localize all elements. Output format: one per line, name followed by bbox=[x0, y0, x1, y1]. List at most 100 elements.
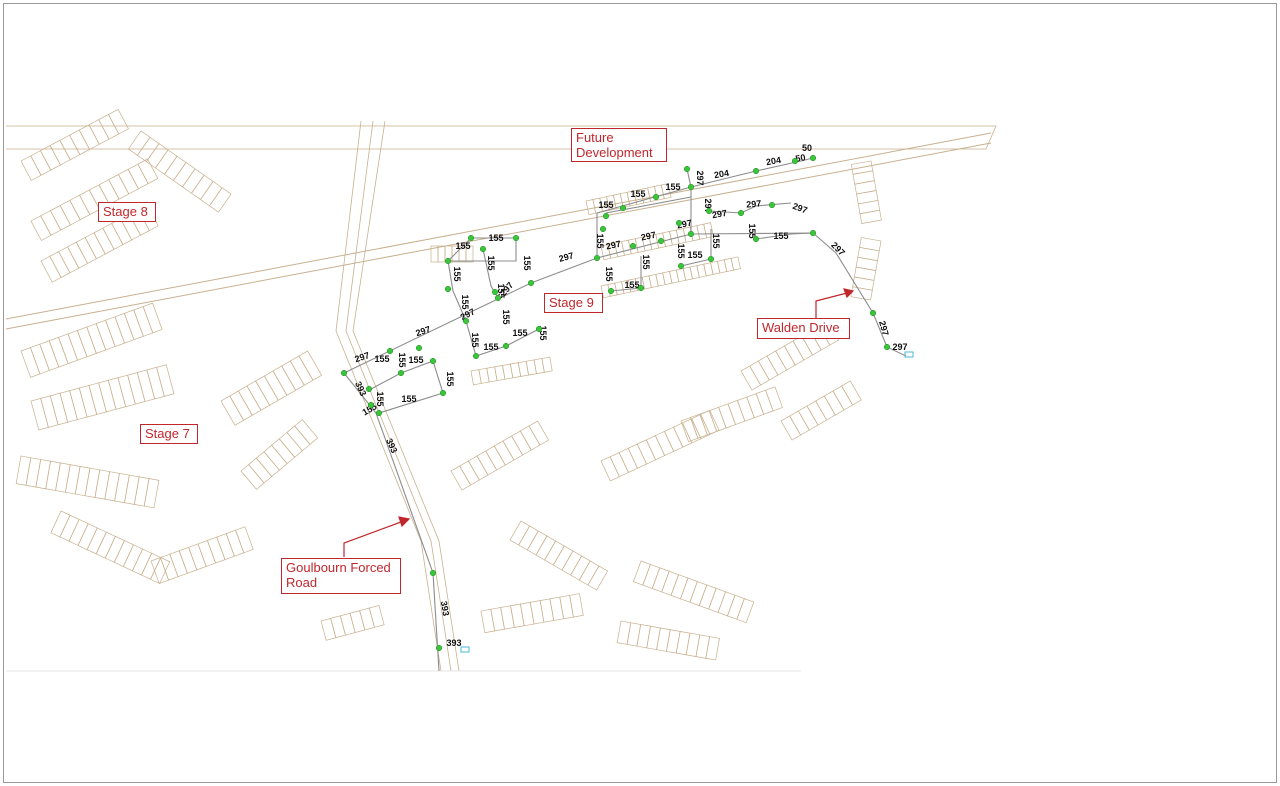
base-map-parcels bbox=[5, 120, 997, 672]
lot-row bbox=[850, 237, 882, 301]
parcel-lots bbox=[15, 108, 882, 661]
pipe-diameter-label-155: 155 bbox=[538, 325, 548, 340]
pipe-diameter-label-155: 155 bbox=[486, 255, 496, 270]
pipe-node bbox=[444, 285, 452, 293]
pipe-node bbox=[491, 288, 499, 296]
lot-row bbox=[509, 520, 609, 591]
pipe-diameter-label-50: 50 bbox=[802, 143, 812, 153]
pipe-diameter-label-155: 155 bbox=[604, 266, 614, 281]
lot-row bbox=[600, 256, 741, 299]
pipe-node bbox=[652, 193, 660, 201]
pipe-node bbox=[752, 235, 760, 243]
pipe-diameter-label-297: 297 bbox=[605, 239, 622, 252]
pipe-node bbox=[435, 644, 443, 652]
lot-row bbox=[150, 526, 254, 585]
pipe-node bbox=[375, 409, 383, 417]
lot-row bbox=[240, 419, 319, 490]
stage-7-callout: Stage 7 bbox=[140, 424, 198, 444]
pipe-diameter-label-155: 155 bbox=[598, 200, 613, 210]
pipe-diameter-label-155: 155 bbox=[595, 233, 605, 248]
lot-row bbox=[780, 380, 862, 441]
pipe-diameter-label-50: 50 bbox=[795, 152, 807, 164]
pipe-node bbox=[599, 225, 607, 233]
pipe-node bbox=[535, 325, 543, 333]
pipe-diameter-label-297: 297 bbox=[877, 320, 891, 337]
walden-arrowhead bbox=[843, 288, 855, 299]
lot-row bbox=[127, 130, 232, 213]
lot-row bbox=[220, 350, 323, 426]
future-development-line-2: Development bbox=[576, 145, 653, 160]
pipe-diameter-label-155: 155 bbox=[676, 243, 686, 258]
pipe-diameter-label-155: 155 bbox=[501, 309, 511, 324]
pipe-segment bbox=[447, 260, 467, 322]
pipe-node bbox=[675, 219, 683, 227]
pipe-node bbox=[629, 242, 637, 250]
pipe-diameter-label-155: 155 bbox=[445, 371, 455, 386]
pipe-diameter-label-393: 393 bbox=[439, 600, 451, 617]
pipe-diameter-label-155: 155 bbox=[408, 355, 423, 365]
pipe-segment bbox=[690, 232, 907, 357]
stage-9-callout: Stage 9 bbox=[544, 293, 603, 313]
pipe-diameter-label-155: 155 bbox=[483, 342, 498, 352]
walden-drive-callout: Walden Drive bbox=[757, 318, 850, 339]
pipe-node bbox=[386, 347, 394, 355]
lot-row bbox=[15, 455, 160, 509]
pipe-diameter-label-297: 297 bbox=[640, 230, 657, 243]
lot-row bbox=[850, 160, 882, 224]
pipe-node bbox=[479, 245, 487, 253]
callout-arrows bbox=[343, 288, 855, 557]
pipe-segment bbox=[755, 232, 814, 240]
pipe-diameter-label-297: 297 bbox=[353, 350, 370, 364]
pipe-node bbox=[687, 230, 695, 238]
pipe-diameter-label-155: 155 bbox=[624, 280, 639, 290]
pipe-node bbox=[677, 262, 685, 270]
pipe-diameter-label-155: 155 bbox=[374, 354, 389, 364]
pipe-node bbox=[429, 357, 437, 365]
pipe-diameter-label-155: 155 bbox=[665, 182, 680, 192]
pipe-diameter-label-155: 155 bbox=[773, 231, 788, 241]
goulbourn-forced-road-callout: Goulbourn Forced Road bbox=[281, 558, 401, 594]
future-development-line-1: Future bbox=[576, 130, 614, 145]
pipe-node bbox=[637, 284, 645, 292]
lot-row bbox=[470, 356, 553, 386]
pipe-diameter-label-155: 155 bbox=[452, 266, 462, 281]
pipe-diameter-label-155: 155 bbox=[455, 241, 470, 251]
pipe-node bbox=[429, 569, 437, 577]
pipe-diameter-label-155: 155 bbox=[747, 223, 757, 238]
pipe-diameter-label-155: 155 bbox=[711, 233, 721, 248]
outlet-marker bbox=[904, 351, 914, 358]
pipe-node bbox=[494, 294, 502, 302]
pipe-diameter-label-155: 155 bbox=[496, 283, 506, 298]
pipe-node bbox=[707, 255, 715, 263]
lot-row bbox=[430, 245, 474, 263]
pipe-segment bbox=[465, 320, 540, 357]
pipe-diameter-label-155: 155 bbox=[522, 255, 532, 270]
pipe-node bbox=[809, 154, 817, 162]
pipe-node bbox=[444, 257, 452, 265]
pipe-node bbox=[512, 234, 520, 242]
pipe-node bbox=[791, 157, 799, 165]
pipe-node bbox=[869, 309, 877, 317]
pipe-diameter-label-155: 155 bbox=[401, 394, 416, 404]
pipe-node bbox=[883, 343, 891, 351]
pipe-diameter-label-297: 297 bbox=[892, 342, 907, 352]
pipe-node bbox=[365, 385, 373, 393]
pipe-node bbox=[752, 167, 760, 175]
goulbourn-line-2: Road bbox=[286, 575, 318, 590]
pipe-diameter-label-155: 155 bbox=[488, 233, 503, 243]
stage-8-callout: Stage 8 bbox=[98, 202, 156, 222]
pipe-diameter-label-155: 155 bbox=[687, 250, 702, 260]
pipe-diameter-label-155: 155 bbox=[470, 332, 480, 347]
pipe-network bbox=[343, 157, 907, 672]
pipe-nodes bbox=[340, 154, 914, 653]
lot-row bbox=[50, 510, 171, 584]
lot-row bbox=[680, 386, 783, 443]
pipe-node bbox=[415, 344, 423, 352]
pipe-node bbox=[657, 237, 665, 245]
walden-arrow bbox=[815, 292, 848, 319]
lot-row bbox=[20, 302, 163, 378]
lot-row bbox=[320, 605, 385, 641]
pipe-diameter-label-297: 297 bbox=[703, 198, 713, 213]
